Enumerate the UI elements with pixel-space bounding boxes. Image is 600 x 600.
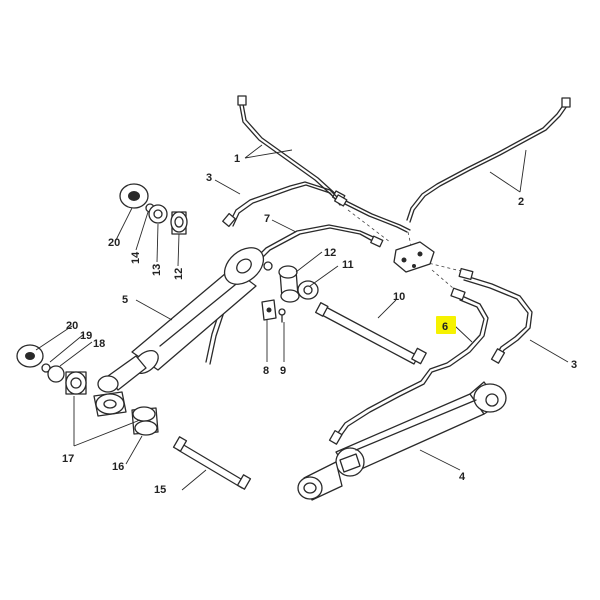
bushing-16[interactable] — [131, 406, 159, 436]
callout-3-upper[interactable]: 3 — [206, 172, 212, 184]
callout-5[interactable]: 5 — [122, 294, 128, 306]
callout-11[interactable]: 11 — [342, 259, 354, 271]
callout-12-right[interactable]: 12 — [324, 247, 336, 259]
bushing-13[interactable] — [148, 204, 168, 224]
callout-labels: 1 2 3 3 4 5 6 7 8 9 10 11 12 12 13 14 15… — [62, 153, 577, 496]
hydraulic-line-1[interactable] — [237, 95, 411, 233]
bushing-18[interactable] — [47, 365, 65, 383]
callout-12-left[interactable]: 12 — [173, 268, 185, 280]
hydraulic-line-6[interactable] — [328, 287, 489, 445]
bushing-17-left[interactable] — [65, 371, 87, 395]
callout-20-upper[interactable]: 20 — [108, 237, 120, 249]
callout-13[interactable]: 13 — [151, 264, 163, 276]
callout-14[interactable]: 14 — [130, 251, 142, 264]
callout-8[interactable]: 8 — [263, 365, 269, 377]
rod-10[interactable] — [315, 302, 427, 365]
bushing-12-upper-left[interactable] — [170, 211, 188, 235]
callout-18[interactable]: 18 — [93, 338, 105, 350]
callout-17[interactable]: 17 — [62, 453, 74, 465]
cylinder-5[interactable] — [97, 240, 273, 393]
callout-highlight — [436, 316, 456, 334]
hydraulic-line-3-right[interactable] — [458, 267, 533, 364]
callout-10[interactable]: 10 — [393, 291, 405, 303]
cylinder-4[interactable] — [297, 381, 507, 501]
callout-3-right[interactable]: 3 — [571, 359, 577, 371]
callout-19[interactable]: 19 — [80, 330, 92, 342]
bolt-9[interactable] — [278, 308, 286, 323]
mount-plate-20-upper[interactable] — [119, 183, 149, 209]
callout-4[interactable]: 4 — [459, 471, 466, 483]
callout-9[interactable]: 9 — [280, 365, 286, 377]
callout-7[interactable]: 7 — [264, 213, 270, 225]
callout-16[interactable]: 16 — [112, 461, 124, 473]
hydraulic-line-7[interactable] — [205, 224, 384, 365]
bushing-12-upper-right[interactable] — [278, 265, 300, 303]
bracket-8[interactable] — [261, 299, 277, 321]
rod-15[interactable] — [172, 436, 252, 490]
manifold-block[interactable] — [393, 241, 435, 273]
hydraulic-line-3-upper[interactable] — [222, 181, 348, 228]
hydraulic-line-2[interactable] — [406, 97, 571, 223]
callout-2[interactable]: 2 — [518, 196, 524, 208]
callout-15[interactable]: 15 — [154, 484, 166, 496]
washer-11[interactable] — [297, 280, 319, 300]
mount-plate-20-lower[interactable] — [16, 344, 44, 368]
callout-20-lower[interactable]: 20 — [66, 320, 78, 332]
leader-lines — [35, 144, 569, 491]
bushing-17-right[interactable] — [93, 391, 127, 417]
callout-1[interactable]: 1 — [234, 153, 240, 165]
callout-6[interactable]: 6 — [442, 321, 448, 333]
